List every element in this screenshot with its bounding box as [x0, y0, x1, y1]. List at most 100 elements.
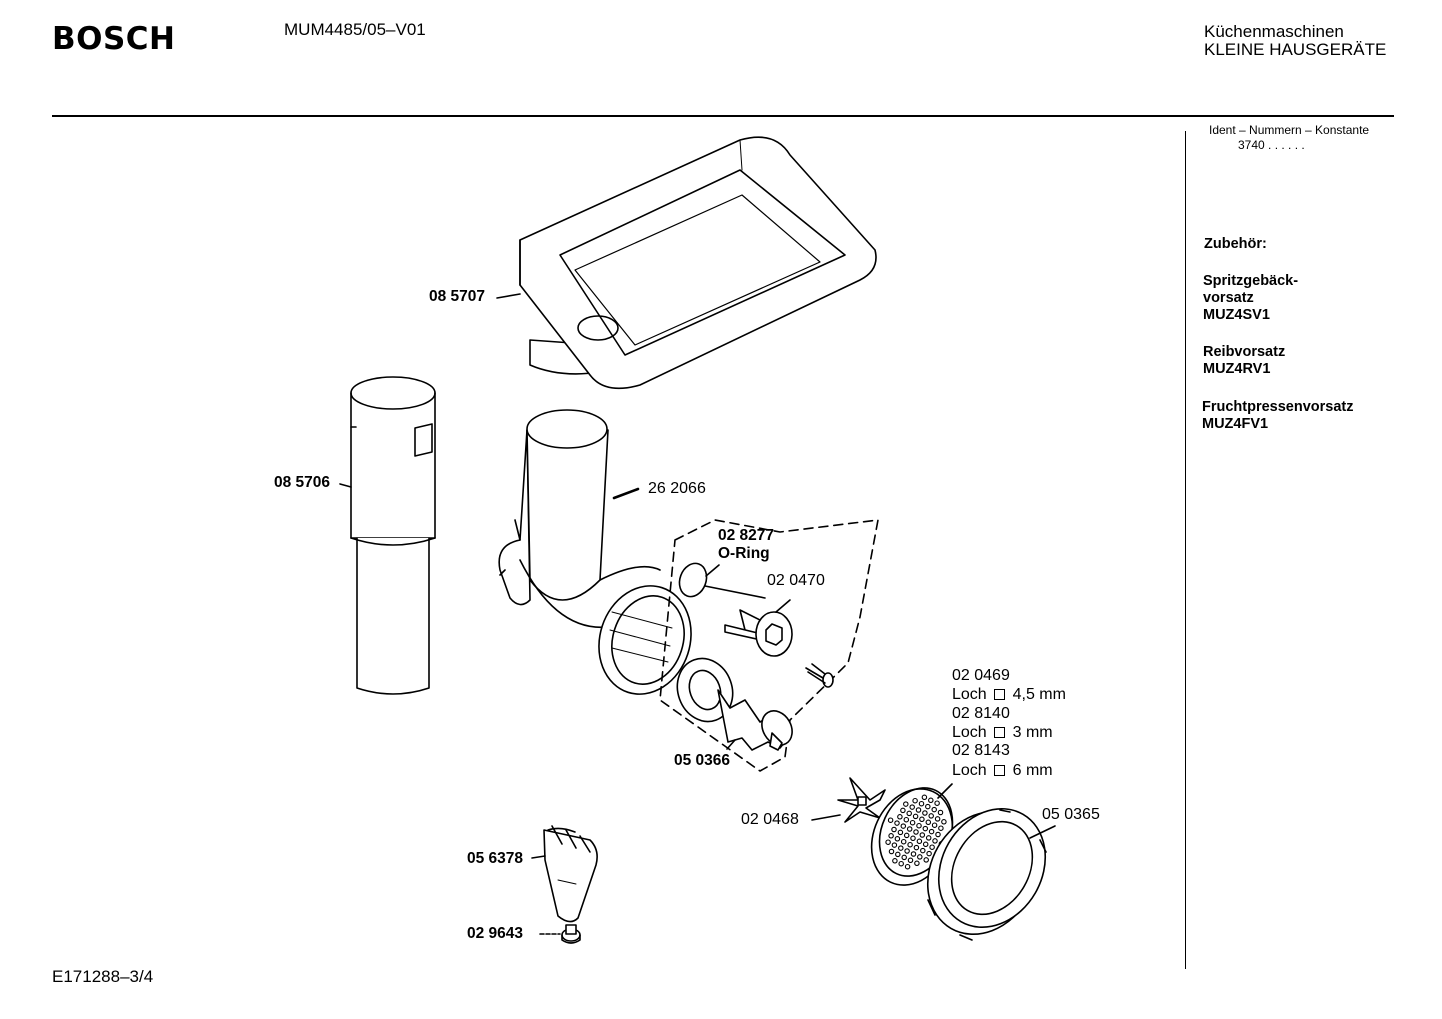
screw-part [805, 663, 834, 688]
label-oring-name: O-Ring [718, 545, 770, 562]
disc-hole [914, 860, 920, 867]
disc-hole [928, 797, 934, 804]
leader-tray [496, 293, 521, 299]
disc-hole [912, 813, 919, 820]
label-disc-c-number: 02 8143 [952, 742, 1010, 759]
accessory-2-line1: Reibvorsatz [1203, 344, 1286, 360]
label-worm: 05 0366 [674, 752, 731, 769]
oring-part [678, 562, 708, 598]
worm-part [676, 657, 793, 751]
disc-hole [921, 794, 928, 801]
disc-hole [922, 841, 929, 848]
disc-hole [901, 854, 907, 861]
disc-hole [941, 819, 947, 825]
label-disc-c-hole: Loch 6 mm [952, 762, 1053, 779]
category-line-1: Küchenmaschinen [1204, 22, 1344, 41]
disc-hole [898, 860, 904, 867]
label-disc-a-hole: Loch 4,5 mm [952, 686, 1066, 703]
label-nozzle: 05 6378 [467, 850, 524, 867]
leader-bearing [704, 585, 766, 599]
disc-hole [923, 857, 929, 863]
disc-hole [888, 848, 895, 855]
disc-hole [917, 854, 923, 860]
disc-hole [907, 841, 913, 848]
disc-hole [919, 832, 926, 838]
document-id: E171288–3/4 [52, 967, 154, 986]
disc-hole [906, 826, 913, 832]
leader-nozzle [531, 855, 546, 859]
nozzle-part [543, 825, 598, 923]
accessory-1-line2: vorsatz [1203, 290, 1254, 306]
tray-part [519, 136, 877, 390]
disc-hole [885, 839, 891, 845]
disc-hole [928, 828, 935, 835]
disc-hole [904, 863, 911, 870]
disc-hole [937, 809, 944, 816]
disc-hole [903, 801, 909, 807]
disc-hole [910, 851, 917, 857]
leader-pusher [339, 483, 352, 488]
leader-oring [705, 564, 720, 577]
disc-hole [903, 832, 910, 839]
disc-hole [925, 803, 931, 810]
disc-hole [925, 835, 932, 841]
label-bearing: 02 0470 [767, 572, 825, 589]
leader-disc [937, 783, 953, 799]
leader-ring [1029, 825, 1056, 839]
ident-value: 3740 . . . . . . [1238, 138, 1305, 152]
accessory-1-code: MUZ4SV1 [1203, 307, 1270, 323]
disc-hole [909, 819, 916, 826]
disc-hole [907, 857, 914, 864]
label-disc-a-number: 02 0469 [952, 667, 1010, 684]
disc-hole [934, 800, 940, 806]
knife-part [837, 777, 886, 823]
square-hole-icon [994, 689, 1006, 700]
disc-hole [938, 825, 944, 831]
category-line-2: KLEINE HAUSGERÄTE [1204, 40, 1387, 59]
accessory-3-line1: Fruchtpressenvorsatz [1202, 399, 1354, 415]
disc-hole [887, 817, 894, 823]
ring-nut-part [926, 807, 1047, 941]
disc-hole [891, 826, 897, 833]
label-disc-b-number: 02 8140 [952, 705, 1010, 722]
accessories-heading: Zubehör: [1204, 236, 1267, 252]
disc-hole [926, 850, 932, 857]
leader-housing [612, 487, 640, 500]
sidebar-divider [1185, 131, 1186, 969]
disc-hole [904, 848, 910, 854]
disc-hole [900, 823, 907, 829]
disc-hole [931, 822, 938, 828]
disc-hole [928, 813, 934, 819]
disc-hole [898, 845, 904, 851]
disc-hole [922, 825, 929, 832]
label-ring: 05 0365 [1042, 806, 1100, 823]
disc-hole [897, 829, 904, 836]
knob-part [561, 924, 581, 944]
housing-part [498, 409, 692, 695]
disc-hole [935, 831, 941, 838]
label-pusher: 08 5706 [274, 474, 331, 491]
disc-hole [909, 804, 915, 810]
disc-hole [925, 819, 932, 826]
disc-hole [918, 800, 925, 807]
leader-bearing-2 [775, 599, 791, 613]
disc-hole [892, 858, 898, 864]
disc-hole [913, 829, 919, 835]
accessory-1-line1: Spritzgebäck- [1203, 273, 1299, 289]
disc-hole [919, 816, 925, 823]
disc-hole [920, 847, 926, 854]
ident-title: Ident – Nummern – Konstante [1209, 123, 1370, 137]
disc-hole [897, 814, 903, 820]
square-hole-icon [994, 727, 1006, 738]
disc-hole [922, 810, 928, 816]
brand-logo: BOSCH [52, 21, 176, 57]
disc-hole [916, 822, 922, 829]
disc-hole [906, 810, 912, 817]
disc-hole [929, 844, 935, 850]
label-housing: 26 2066 [648, 480, 706, 497]
disc-hole [894, 836, 901, 842]
label-disc-b-hole: Loch 3 mm [952, 724, 1053, 741]
disc-hole [931, 806, 937, 813]
label-knob: 02 9643 [467, 925, 524, 942]
